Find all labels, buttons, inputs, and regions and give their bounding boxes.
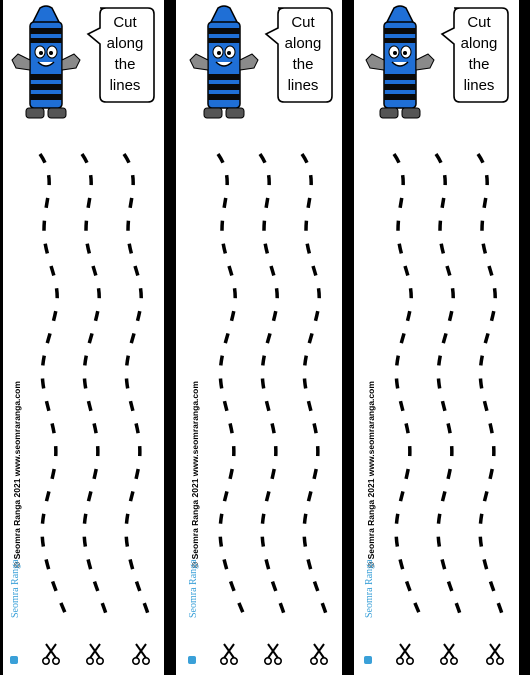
speech-bubble: Cut along the lines — [86, 4, 155, 103]
speech-bubble-shape — [86, 7, 155, 103]
dashed-cut-line — [258, 153, 288, 621]
credit-text: © Seomra Ranga 2021 www.seomraranga.com — [190, 381, 200, 568]
cutting-strip-3: Cut along the lines © Seomra Ranga 2021 … — [358, 0, 516, 675]
divider-bar — [164, 0, 176, 675]
divider-bar — [519, 0, 530, 675]
scissors-icon — [486, 643, 504, 665]
dashed-cut-line — [38, 153, 70, 621]
brand-logo: Seomra Ranga — [364, 559, 375, 618]
credit-text: © Seomra Ranga 2021 www.seomraranga.com — [12, 381, 22, 568]
scissors-icon — [440, 643, 458, 665]
scissors-icon — [310, 643, 328, 665]
bubble-text: Cut along the lines — [460, 14, 498, 94]
cut-lines — [38, 153, 152, 621]
scissors-icon — [396, 643, 414, 665]
brand-mark-icon — [188, 656, 196, 664]
bubble-text: Cut along the lines — [106, 14, 144, 94]
divider-bar — [342, 0, 354, 675]
crayon-mascot-icon — [189, 5, 259, 119]
dashed-cut-line — [122, 153, 152, 621]
speech-bubble-shape — [440, 7, 509, 103]
bubble-text: Cut along the lines — [284, 14, 322, 94]
brand-logo: Seomra Ranga — [188, 559, 199, 618]
speech-bubble-shape — [264, 7, 333, 103]
dashed-cut-line — [392, 153, 424, 621]
dashed-cut-line — [216, 153, 248, 621]
cut-lines — [216, 153, 330, 621]
credit-text: © Seomra Ranga 2021 www.seomraranga.com — [366, 381, 376, 568]
dashed-cut-line — [80, 153, 110, 621]
cutting-strip-1: Cut along the lines © Seomra Ranga 2021 … — [4, 0, 162, 675]
scissors-icon — [132, 643, 150, 665]
brand-mark-icon — [10, 656, 18, 664]
scissors-icon — [42, 643, 60, 665]
scissors-icon — [264, 643, 282, 665]
brand-logo: Seomra Ranga — [10, 559, 21, 618]
scissors-icon — [220, 643, 238, 665]
brand-mark-icon — [364, 656, 372, 664]
cutting-strip-2: Cut along the lines © Seomra Ranga 2021 … — [182, 0, 340, 675]
speech-bubble: Cut along the lines — [264, 4, 333, 103]
dashed-cut-line — [476, 153, 506, 621]
crayon-mascot-icon — [365, 5, 435, 119]
speech-bubble: Cut along the lines — [440, 4, 509, 103]
scissors-icon — [86, 643, 104, 665]
cut-lines — [392, 153, 506, 621]
dashed-cut-line — [300, 153, 330, 621]
divider-bar — [0, 0, 3, 675]
dashed-cut-line — [434, 153, 464, 621]
crayon-mascot-icon — [11, 5, 81, 119]
